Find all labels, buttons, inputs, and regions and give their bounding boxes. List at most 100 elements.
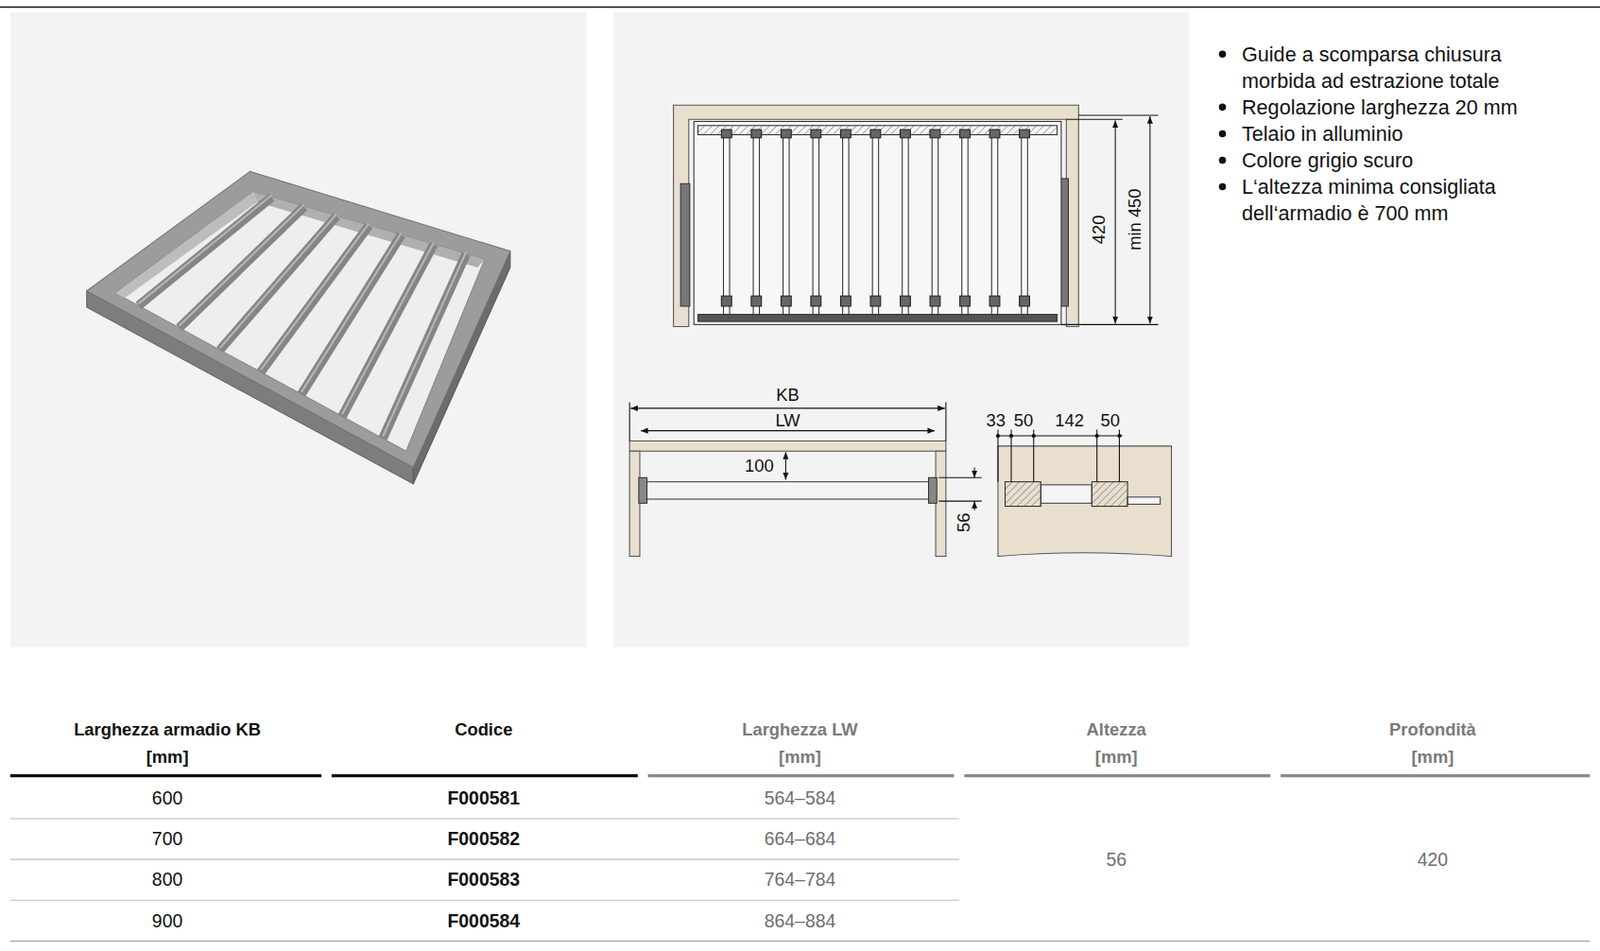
drawing-part [963, 774, 1271, 777]
dimension-value: 420 [1089, 215, 1111, 245]
drawing-panel [613, 12, 1189, 648]
frame-inner-wall [115, 191, 258, 298]
rod-clip [810, 129, 822, 138]
cabinet-top [629, 440, 947, 451]
hanger-rod [812, 135, 819, 315]
frame-front-bar [698, 314, 1058, 323]
slide-rail [680, 183, 690, 307]
dimension-value: 50 [1014, 411, 1033, 432]
tray-profile [1040, 484, 1092, 503]
drawing-part [1219, 103, 1227, 112]
hanger-rod [991, 135, 998, 315]
extension-line [1078, 114, 1158, 116]
front-view [629, 401, 982, 556]
table-cell: 864–884 [764, 910, 837, 932]
frame-opening [115, 191, 485, 451]
hanger-rod [872, 135, 878, 315]
hanger-rod [962, 135, 968, 315]
top-rule [0, 6, 1600, 9]
drawing-part [10, 774, 322, 777]
dimension-tick [1032, 433, 1036, 438]
tray-photo [86, 171, 511, 483]
rod-clip [840, 295, 851, 307]
dimension-tick [1009, 433, 1014, 438]
dimension-tick [1095, 433, 1100, 438]
drawing-part [1219, 156, 1227, 165]
hanger-rod [753, 135, 759, 315]
drawing-part [1219, 130, 1227, 138]
drawing-part [721, 129, 1030, 314]
rod-clip [870, 295, 881, 307]
table-cell: F000583 [447, 869, 520, 892]
rod-clip [780, 129, 792, 138]
rod-highlight [260, 223, 369, 370]
dimension-line [1149, 116, 1151, 324]
rod-clip [721, 295, 732, 307]
table-cell: 56 [1105, 849, 1127, 872]
drawing-part [996, 430, 1122, 482]
feature-note: Colore grigio scuro [1241, 146, 1569, 173]
drawing-part [331, 774, 638, 777]
cabinet-side-panel [997, 446, 1172, 557]
table-header: Codice [422, 717, 546, 744]
extension-line [938, 477, 981, 479]
rod-clip [960, 129, 971, 138]
drawing-part [1280, 774, 1590, 777]
rod-clip [989, 295, 1000, 307]
table-cell: 600 [152, 788, 183, 810]
dimension-value: min 450 [1125, 188, 1147, 250]
dimension-tick [1117, 433, 1121, 438]
table-cell: 764–784 [764, 869, 837, 892]
dimension-line [974, 467, 976, 479]
side-view [996, 430, 1172, 557]
table-cell: 800 [152, 869, 183, 892]
rod-highlight [179, 205, 305, 327]
drawing-part [1219, 183, 1227, 191]
dimension-line [785, 451, 787, 480]
hanger-rod [220, 216, 337, 350]
drawing-part [10, 817, 960, 819]
dimension-line [974, 500, 976, 511]
dimension-value: 50 [1101, 411, 1120, 432]
rod-clip [929, 129, 941, 138]
rod-clip [1019, 295, 1031, 307]
extension-line [945, 401, 947, 441]
rod-clip [751, 295, 762, 307]
rod-clip [989, 129, 1000, 138]
rod-clip [780, 295, 792, 307]
drawing-part [1219, 50, 1227, 58]
slide-guide [1091, 481, 1128, 507]
dimension-tick [996, 433, 1000, 438]
rod-clip [870, 129, 881, 138]
rod-highlight [301, 232, 402, 392]
photo-panel [10, 12, 587, 648]
table-cell: 564–584 [764, 788, 837, 810]
bullet-dots [1219, 50, 1227, 190]
hanger-rod [902, 135, 909, 315]
dimension-value: 33 [986, 411, 1006, 432]
extension-line [1061, 324, 1159, 326]
drawing-part [10, 940, 1590, 942]
feature-note: Regolazione larghezza 20 mm [1241, 93, 1569, 121]
rod-clip [840, 129, 851, 138]
dimension-line [630, 407, 946, 409]
dimension-value: 100 [744, 455, 775, 477]
tray-bar [643, 481, 931, 499]
slide-guide [1005, 481, 1042, 507]
hanger-rod [260, 225, 369, 373]
feature-note: Telaio in alluminio [1241, 120, 1569, 147]
table-cell: F000581 [447, 788, 520, 810]
rod-clip [929, 295, 941, 307]
rod-clip [721, 129, 732, 138]
hanger-rod [931, 135, 938, 315]
cabinet-panel [673, 104, 1080, 327]
rod-clip [900, 129, 912, 138]
rod-highlight [138, 195, 273, 305]
hanger-rod [723, 135, 730, 315]
hanger-rod [783, 135, 790, 315]
rod-clip [810, 295, 822, 307]
hanger-rod [843, 135, 849, 315]
rod-highlight [382, 251, 466, 436]
table-cell: 664–684 [764, 828, 837, 851]
